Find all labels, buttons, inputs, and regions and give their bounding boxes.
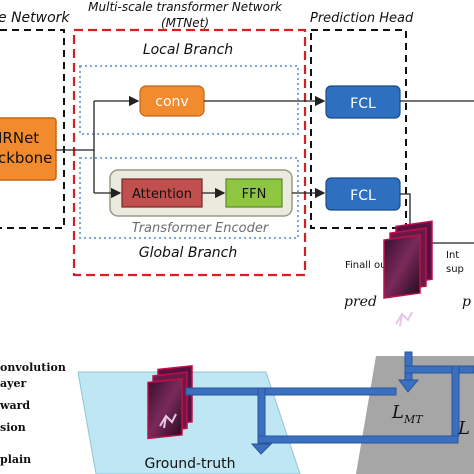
ground-truth-plane [77,371,301,474]
local-branch-label: Local Branch [143,42,233,58]
mtnet-frame [72,28,307,277]
local-branch-frame [79,65,299,135]
fcl-top-label: FCL [350,96,376,112]
ffn-block [225,178,283,208]
legend-item-4: sion [0,421,26,434]
legend-item-3: ward [0,399,30,412]
backbone-block [0,117,57,181]
backbone-label-line1: IRNet [0,129,39,147]
loss-mt-subscript: MT [403,413,424,426]
mtnet-header-line1: Multi-scale transformer Network [88,0,283,14]
loss-mt-label: LMT [391,402,424,426]
fcl-top-block [325,85,401,119]
attention-block [121,178,203,208]
backbone-label-line2: ckbone [0,149,52,167]
ffn-label: FFN [242,187,267,202]
backbone-network-header: e Network [0,10,70,26]
conv-label: conv [155,94,188,110]
global-branch-label: Global Branch [139,245,238,261]
gray-plane [356,356,474,474]
ground-truth-image-stack [147,364,193,440]
final-output-label: Finall output [345,260,407,271]
backbone-frame [0,29,65,229]
mtnet-header-line2: (MTNet) [161,16,209,30]
side-label-line1: Int [446,250,459,261]
loss-right-label: L [457,418,470,439]
ground-truth-label: Ground-truth [144,456,235,472]
pred-label: pred [344,294,377,310]
fcl-bottom-label: FCL [350,188,376,204]
prediction-head-header: Prediction Head [310,11,414,26]
legend-item-2: ayer [0,377,27,390]
fcl-bottom-out-line [400,193,416,236]
pred-label-partial: p [462,294,471,310]
prediction-head-frame [310,29,407,229]
legend-item-1: onvolution [0,361,66,374]
transformer-encoder-label: Transformer Encoder [132,221,270,236]
legend-item-5: plain [0,453,31,466]
side-label-line2: sup [446,264,464,275]
flow-arrows [185,351,474,455]
prediction-image-stack [383,220,433,327]
attention-label: Attention [132,187,192,202]
global-branch-frame [79,157,299,239]
